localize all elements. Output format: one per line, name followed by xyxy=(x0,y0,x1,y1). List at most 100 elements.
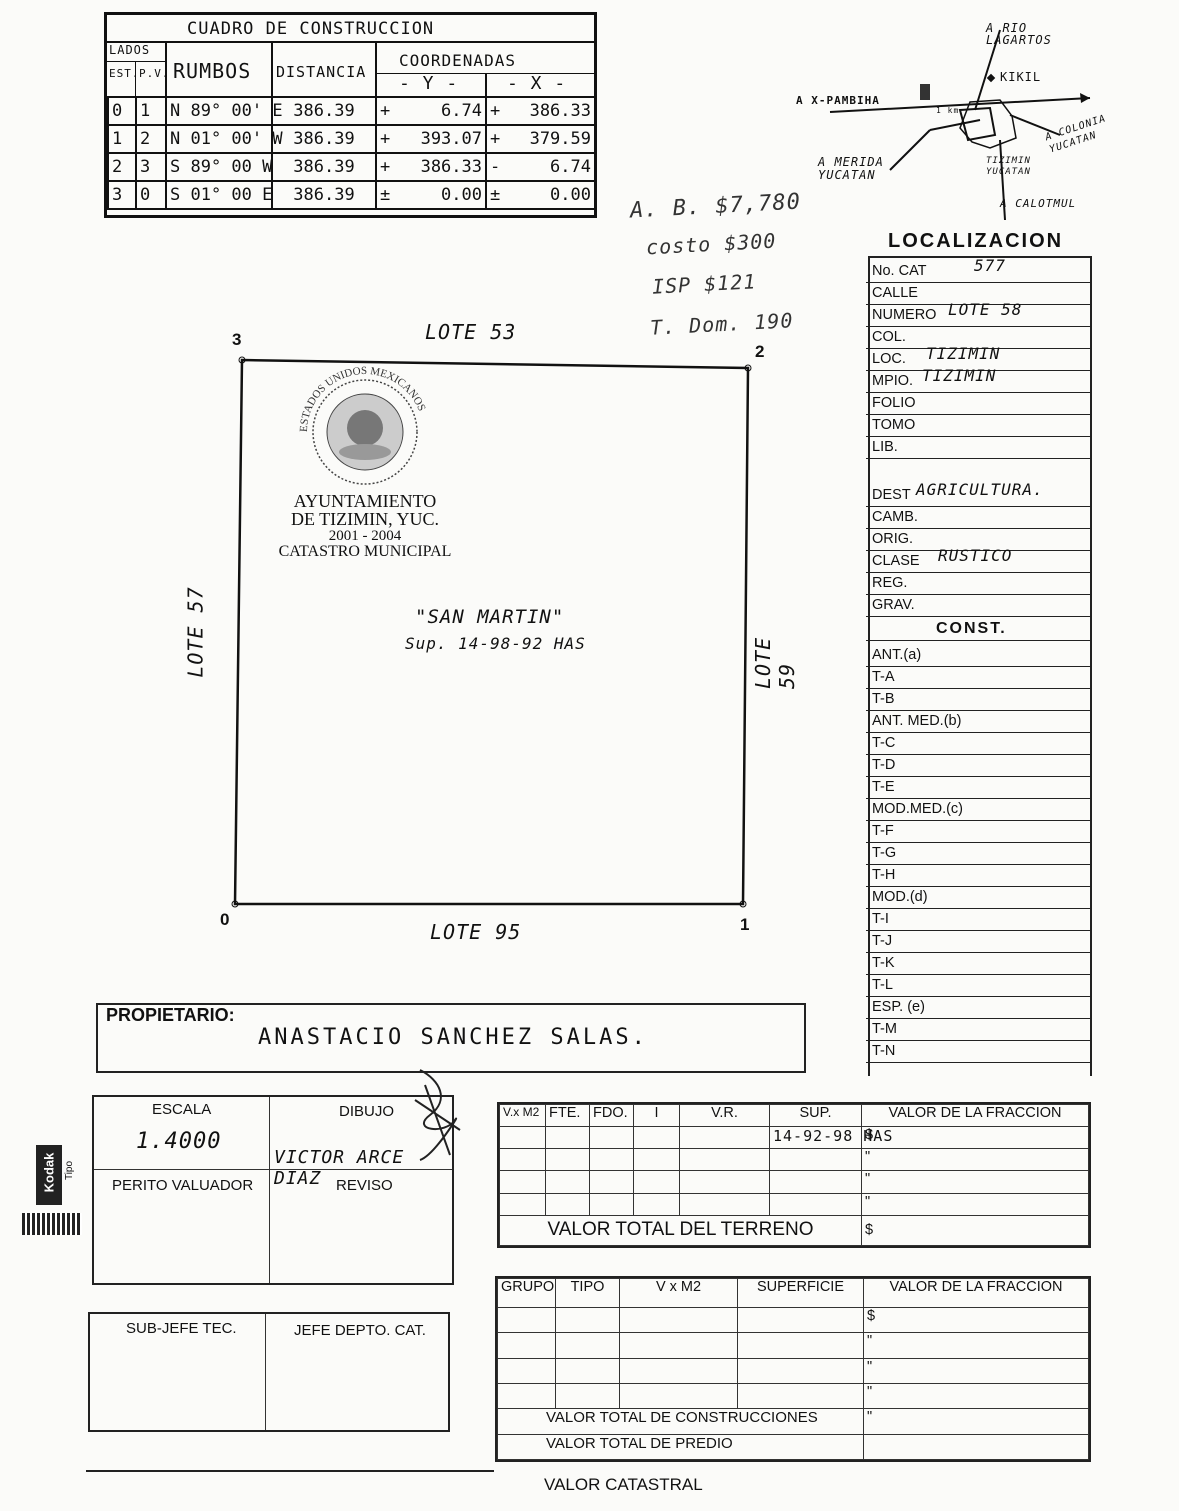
sup-value: 14-92-98 HAS xyxy=(769,1126,892,1150)
pv-cell: 0 xyxy=(135,180,167,210)
const-row: ANT. MED.(b) xyxy=(866,710,1092,733)
distancia-cell: 386.39 xyxy=(271,124,377,154)
est-label: EST. xyxy=(109,67,140,80)
pv-cell: 2 xyxy=(135,124,167,154)
const-row: T-J xyxy=(866,930,1092,953)
signature-block-bottom: SUB-JEFE TEC. JEFE DEPTO. CAT. xyxy=(88,1312,450,1432)
table-row: 2 3 S 89° 00 W 386.39 +386.33 -6.74 xyxy=(107,152,596,182)
stamp-text: Tipo xyxy=(64,1160,76,1181)
y-cell: ±0.00 xyxy=(375,180,487,210)
x-header: - X - xyxy=(507,73,567,94)
field-tomo: TOMO xyxy=(866,414,1092,437)
signature-block-top: ESCALA 1.4000 DIBUJO VICTOR ARCE DIAZ PE… xyxy=(92,1095,454,1285)
const-row: T-K xyxy=(866,952,1092,975)
y-cell: +386.33 xyxy=(375,152,487,182)
pv-cell: 1 xyxy=(135,96,167,126)
escala-value: 1.4000 xyxy=(136,1129,222,1154)
fraction-mark: " xyxy=(861,1192,1089,1216)
perito-label: PERITO VALUADOR xyxy=(112,1177,254,1194)
const-row: T-D xyxy=(866,754,1092,777)
note-costo: costo $300 xyxy=(645,228,777,260)
valor-total-terreno-label: VALOR TOTAL DEL TERRENO xyxy=(499,1214,862,1247)
plan-drawing: LOTE 53 LOTE 95 LOTE 57 LOTE 59 0 1 2 3 … xyxy=(180,310,820,950)
fraction-mark: " xyxy=(863,1382,1089,1410)
stamp-brand: Kodak xyxy=(41,1152,57,1193)
location-map: A RIO LAGARTOS KIKIL A X-PAMBIHA 1 km A … xyxy=(790,20,1120,235)
header-valor-fraccion: VALOR DE LA FRACCION xyxy=(863,1278,1089,1308)
field-mpio: MPIO.TIZIMIN xyxy=(866,366,1092,393)
const-row: T-B xyxy=(866,688,1092,711)
plan-polygon xyxy=(231,356,752,908)
owner-name: ANASTACIO SANCHEZ SALAS. xyxy=(258,1025,648,1050)
vertex-2: 2 xyxy=(755,342,765,361)
stamp-block xyxy=(36,1145,62,1205)
fraction-mark: " xyxy=(863,1408,1089,1435)
y-header: - Y - xyxy=(399,73,459,94)
lote-right-label: LOTE 59 xyxy=(751,636,799,689)
header-tipo: TIPO xyxy=(555,1278,620,1308)
table-row: 0 1 N 89° 00' E 386.39 +6.74 +386.33 xyxy=(107,96,596,126)
owner-label: PROPIETARIO: xyxy=(106,1005,235,1025)
table-row: " xyxy=(499,1148,1089,1172)
distancia-header: DISTANCIA xyxy=(276,63,367,81)
x-cell: -6.74 xyxy=(485,152,596,182)
field-grav: GRAV. xyxy=(866,594,1092,617)
est-cell: 0 xyxy=(107,96,137,126)
const-divider xyxy=(866,640,1092,641)
seal-line4: CATASTRO MUNICIPAL xyxy=(278,543,452,560)
const-row: T-E xyxy=(866,776,1092,799)
distancia-cell: 386.39 xyxy=(271,96,377,126)
construction-table-title: CUADRO DE CONSTRUCCION xyxy=(187,19,435,39)
pv-cell: 3 xyxy=(135,152,167,182)
rumbo-cell: N 89° 00' E xyxy=(165,96,283,126)
valor-catastral-label: VALOR CATASTRAL xyxy=(544,1475,703,1494)
construcciones-header-row: GRUPO TIPO V x M2 SUPERFICIE VALOR DE LA… xyxy=(497,1278,1089,1308)
const-row: T-L xyxy=(866,974,1092,997)
vertex-3: 3 xyxy=(232,330,242,349)
map-label-tizimin: TIZIMIN YUCATAN xyxy=(986,156,1031,177)
dibujo-label: DIBUJO xyxy=(339,1103,395,1120)
property-name: "SAN MARTIN" xyxy=(415,606,565,628)
terreno-total-row: VALOR TOTAL DEL TERRENO $ xyxy=(499,1214,1089,1247)
map-label-merida: A MERIDA YUCATAN xyxy=(818,155,884,182)
table-row: 3 0 S 01° 00 E 386.39 ±0.00 ±0.00 xyxy=(107,180,596,210)
localizacion-title: LOCALIZACION xyxy=(888,230,1064,252)
seal-line2: DE TIZIMIN, YUC. xyxy=(291,509,439,529)
reviso-label: REVISO xyxy=(336,1177,393,1194)
field-lib: LIB. xyxy=(866,436,1092,459)
subjefe-label: SUB-JEFE TEC. xyxy=(126,1320,237,1337)
note-isp: ISP $121 xyxy=(651,269,757,299)
jefe-label: JEFE DEPTO. CAT. xyxy=(294,1322,426,1339)
table-row: " xyxy=(499,1170,1089,1194)
const-row: T-N xyxy=(866,1040,1092,1063)
seal-emblem: ESTADOS UNIDOS MEXICANOS xyxy=(298,365,428,485)
const-row: MOD.(d) xyxy=(866,886,1092,909)
header-vxm2: V x M2 xyxy=(619,1278,738,1308)
panel-top-border xyxy=(868,256,1092,258)
construction-table: CUADRO DE CONSTRUCCION LADOS EST. P.V. R… xyxy=(104,12,597,218)
construction-rows: 0 1 N 89° 00' E 386.39 +6.74 +386.33 1 2… xyxy=(107,96,596,210)
dibujo-value: VICTOR ARCE DIAZ xyxy=(274,1147,405,1189)
fraction-mark: " xyxy=(861,1170,1089,1194)
field-orig: ORIG. xyxy=(866,528,1092,551)
table-row: " xyxy=(497,1332,1089,1359)
table-row: 1 2 N 01° 00' W 386.39 +393.07 +379.59 xyxy=(107,124,596,154)
y-cell: +393.07 xyxy=(375,124,487,154)
const-row: T-F xyxy=(866,820,1092,843)
const-row: T-A xyxy=(866,666,1092,689)
const-row: MOD.MED.(c) xyxy=(866,798,1092,821)
fraction-mark: $ xyxy=(861,1126,1089,1150)
const-row: T-G xyxy=(866,842,1092,865)
y-cell: +6.74 xyxy=(375,96,487,126)
terreno-header-row: V.x M2 FTE. FDO. I V.R. SUP. VALOR DE LA… xyxy=(499,1103,1089,1128)
rumbos-header: RUMBOS xyxy=(173,59,252,83)
est-cell: 2 xyxy=(107,152,137,182)
const-row: T-H xyxy=(866,864,1092,887)
valor-total-terreno-mark: $ xyxy=(861,1214,1089,1247)
bottom-box-top-edge xyxy=(86,1470,494,1472)
map-label-calotmul: A CALOTMUL xyxy=(1000,197,1077,210)
valor-total-construcciones-label: VALOR TOTAL DE CONSTRUCCIONES xyxy=(497,1408,864,1435)
map-label-rio: A RIO LAGARTOS xyxy=(986,21,1052,47)
